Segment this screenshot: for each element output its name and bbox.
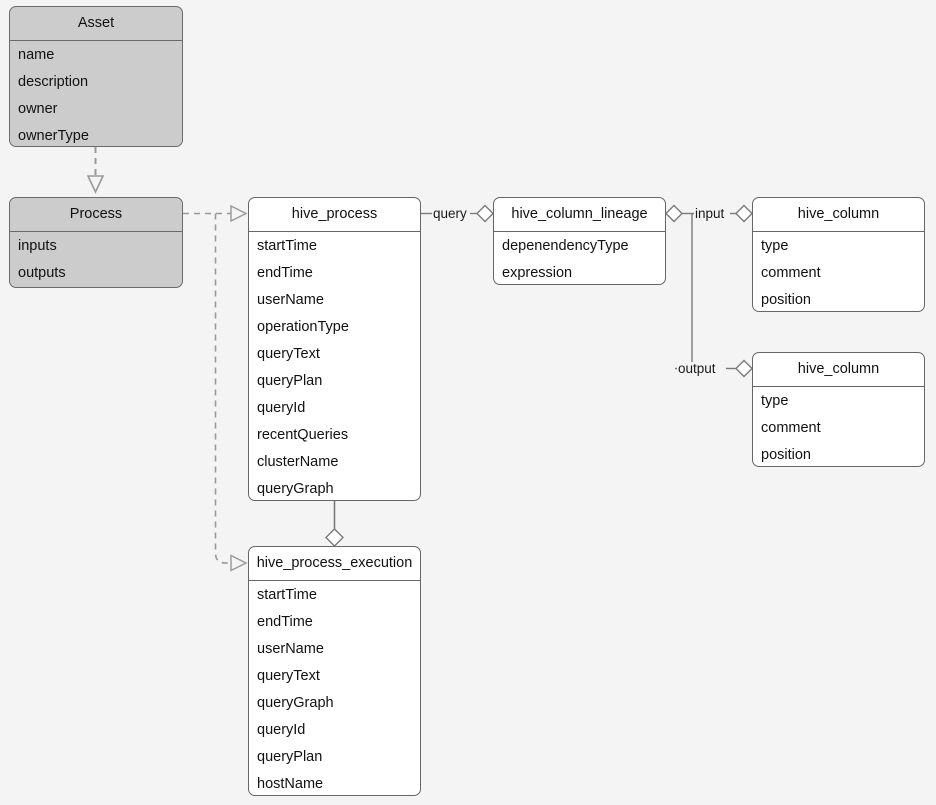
attribute-row: type xyxy=(761,392,789,409)
attribute-row: operationType xyxy=(257,318,349,335)
edge-process-to-hive-process xyxy=(183,204,248,223)
class-box-hive-column-lineage[interactable]: hive_column_lineage depenendencyType exp… xyxy=(493,197,666,285)
attribute-row: ownerType xyxy=(18,127,89,144)
class-attributes-hive-process: startTime endTime userName operationType… xyxy=(249,232,420,500)
class-title-hive-column-lineage: hive_column_lineage xyxy=(494,198,665,232)
attribute-row: queryGraph xyxy=(257,694,334,711)
class-attributes-hive-column-input: type comment position xyxy=(753,232,924,311)
class-attributes-hive-process-execution: startTime endTime userName queryText que… xyxy=(249,581,420,795)
attribute-row: hostName xyxy=(257,775,324,792)
class-title-hive-process-execution: hive_process_execution xyxy=(249,547,420,581)
edge-hive-process-to-execution xyxy=(325,501,344,547)
attribute-row: startTime xyxy=(257,237,317,254)
edge-label-input: input xyxy=(694,206,726,221)
class-box-hive-process[interactable]: hive_process startTime endTime userName … xyxy=(248,197,421,501)
class-attributes-hive-column-lineage: depenendencyType expression xyxy=(494,232,665,284)
class-title-asset: Asset xyxy=(10,7,182,41)
class-box-hive-column-output[interactable]: hive_column type comment position xyxy=(752,352,925,467)
attribute-row: queryText xyxy=(257,667,320,684)
attribute-row: endTime xyxy=(257,264,313,281)
attribute-row: position xyxy=(761,446,811,463)
attribute-row: comment xyxy=(761,419,821,436)
class-box-process[interactable]: Process inputs outputs xyxy=(9,197,183,288)
attribute-row: depenendencyType xyxy=(502,237,629,254)
attribute-row: inputs xyxy=(18,237,57,254)
attribute-row: expression xyxy=(502,264,573,281)
class-attributes-process: inputs outputs xyxy=(10,232,182,286)
attribute-row: queryPlan xyxy=(257,748,323,765)
class-box-asset[interactable]: Asset name description owner ownerType xyxy=(9,6,183,147)
attribute-row: userName xyxy=(257,640,324,657)
attribute-row: type xyxy=(761,237,789,254)
attribute-row: queryId xyxy=(257,399,306,416)
class-title-hive-column-input: hive_column xyxy=(753,198,924,232)
attribute-row: userName xyxy=(257,291,324,308)
attribute-row: position xyxy=(761,291,811,308)
attribute-row: name xyxy=(18,46,55,63)
class-attributes-asset: name description owner ownerType xyxy=(10,41,182,146)
edge-asset-to-process xyxy=(86,147,105,194)
edge-lineage-to-column-output xyxy=(675,214,753,378)
attribute-row: queryPlan xyxy=(257,372,323,389)
attribute-row: clusterName xyxy=(257,453,339,470)
attribute-row: outputs xyxy=(18,264,66,281)
attribute-row: queryId xyxy=(257,721,306,738)
class-title-hive-process: hive_process xyxy=(249,198,420,232)
attribute-row: startTime xyxy=(257,586,317,603)
edge-label-query: query xyxy=(432,206,468,221)
edge-label-output: output xyxy=(677,361,717,376)
attribute-row: queryText xyxy=(257,345,320,362)
attribute-row: endTime xyxy=(257,613,313,630)
attribute-row: queryGraph xyxy=(257,480,334,497)
attribute-row: recentQueries xyxy=(257,426,349,443)
class-title-hive-column-output: hive_column xyxy=(753,353,924,387)
attribute-row: comment xyxy=(761,264,821,281)
edge-process-to-hive-process-execution xyxy=(214,213,248,572)
attribute-row: description xyxy=(18,73,89,90)
class-box-hive-column-input[interactable]: hive_column type comment position xyxy=(752,197,925,312)
attribute-row: owner xyxy=(18,100,58,117)
class-title-process: Process xyxy=(10,198,182,232)
class-box-hive-process-execution[interactable]: hive_process_execution startTime endTime… xyxy=(248,546,421,796)
class-attributes-hive-column-output: type comment position xyxy=(753,387,924,466)
